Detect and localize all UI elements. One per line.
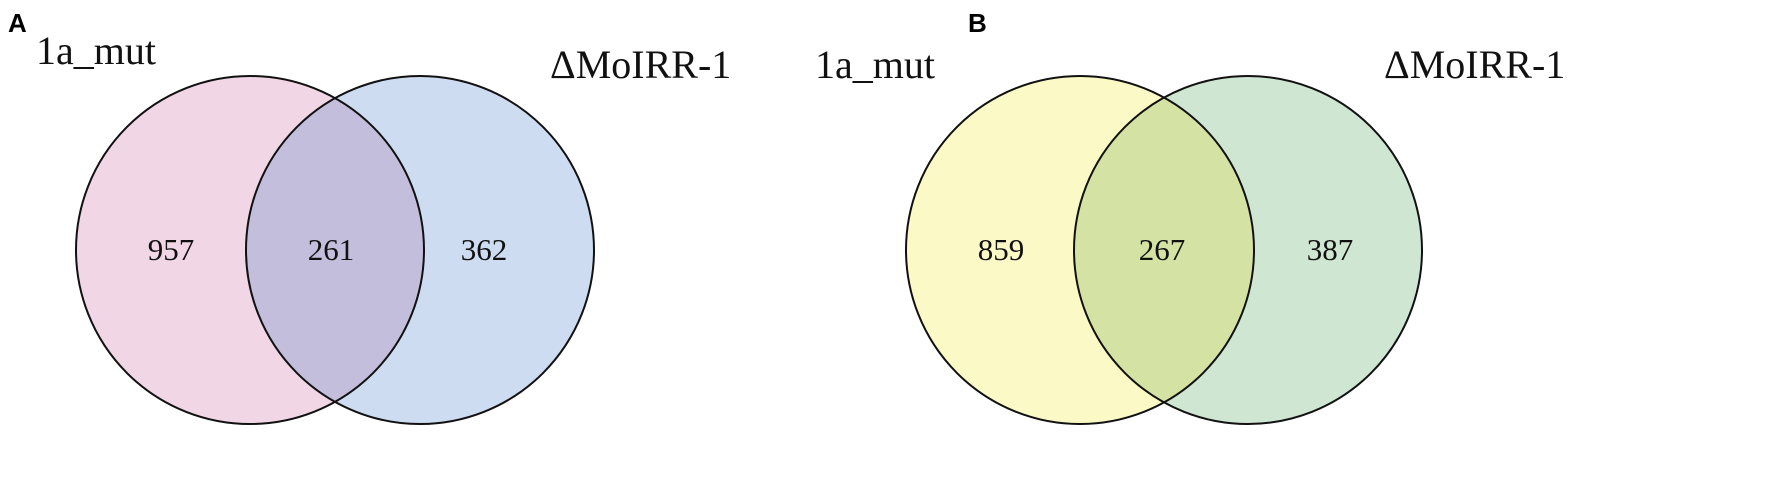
set-label-right-b: ΔMoIRR-1 — [1384, 42, 1565, 87]
panel-a: A 1a_mut ΔMoIRR-1 957 261 362 — [8, 8, 731, 425]
venn-outline-left-a — [75, 75, 425, 425]
venn-outline-left-b — [905, 75, 1255, 425]
panel-letter-a: A — [8, 8, 27, 38]
panel-b: B 1a_mut ΔMoIRR-1 859 267 387 — [815, 8, 1565, 425]
count-left-only-a: 957 — [148, 232, 195, 267]
venn-outline-right-a — [245, 75, 595, 425]
venn-overlap-b — [1074, 76, 1254, 424]
set-label-left-b: 1a_mut — [815, 42, 935, 87]
count-left-only-b: 859 — [978, 232, 1025, 267]
venn-overlap-a — [246, 76, 424, 424]
count-right-only-a: 362 — [461, 232, 508, 267]
venn-outline-right-b — [1073, 75, 1423, 425]
set-label-right-a: ΔMoIRR-1 — [550, 42, 731, 87]
panel-letter-b: B — [968, 8, 987, 38]
set-label-left-a: 1a_mut — [36, 28, 156, 73]
count-right-only-b: 387 — [1307, 232, 1354, 267]
count-overlap-b: 267 — [1139, 232, 1186, 267]
count-overlap-a: 261 — [308, 232, 355, 267]
